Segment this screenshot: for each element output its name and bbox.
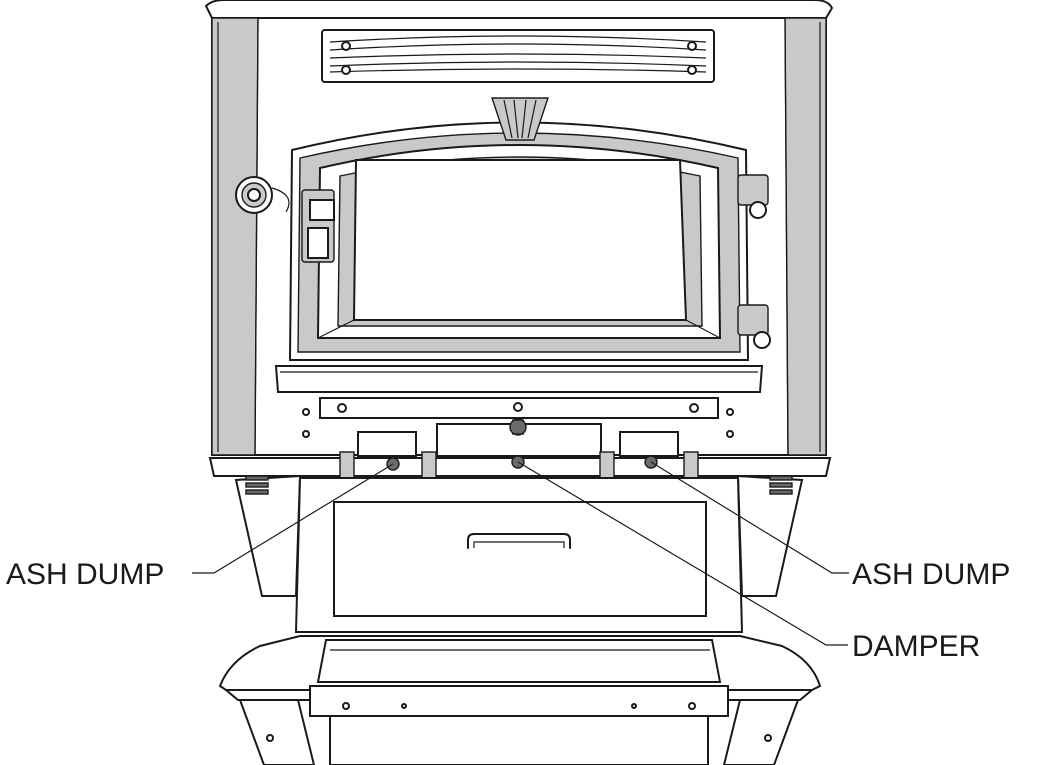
- ash-dump-left-label: ASH DUMP: [6, 558, 164, 591]
- pedestal: [218, 635, 822, 765]
- damper-knob: [436, 418, 602, 457]
- ash-panels: [357, 431, 679, 457]
- leader-lines: [192, 461, 849, 646]
- ash-dump-right-label: ASH DUMP: [852, 558, 1010, 591]
- fire-door: [288, 97, 750, 361]
- door-ledge: [274, 365, 764, 438]
- ash-drawer: [294, 477, 744, 633]
- damper-label: DAMPER: [852, 630, 980, 663]
- top-vent-grille: [321, 29, 715, 83]
- door-latch: [235, 176, 335, 263]
- top-cap: [204, 0, 834, 19]
- door-hinges: [737, 174, 771, 349]
